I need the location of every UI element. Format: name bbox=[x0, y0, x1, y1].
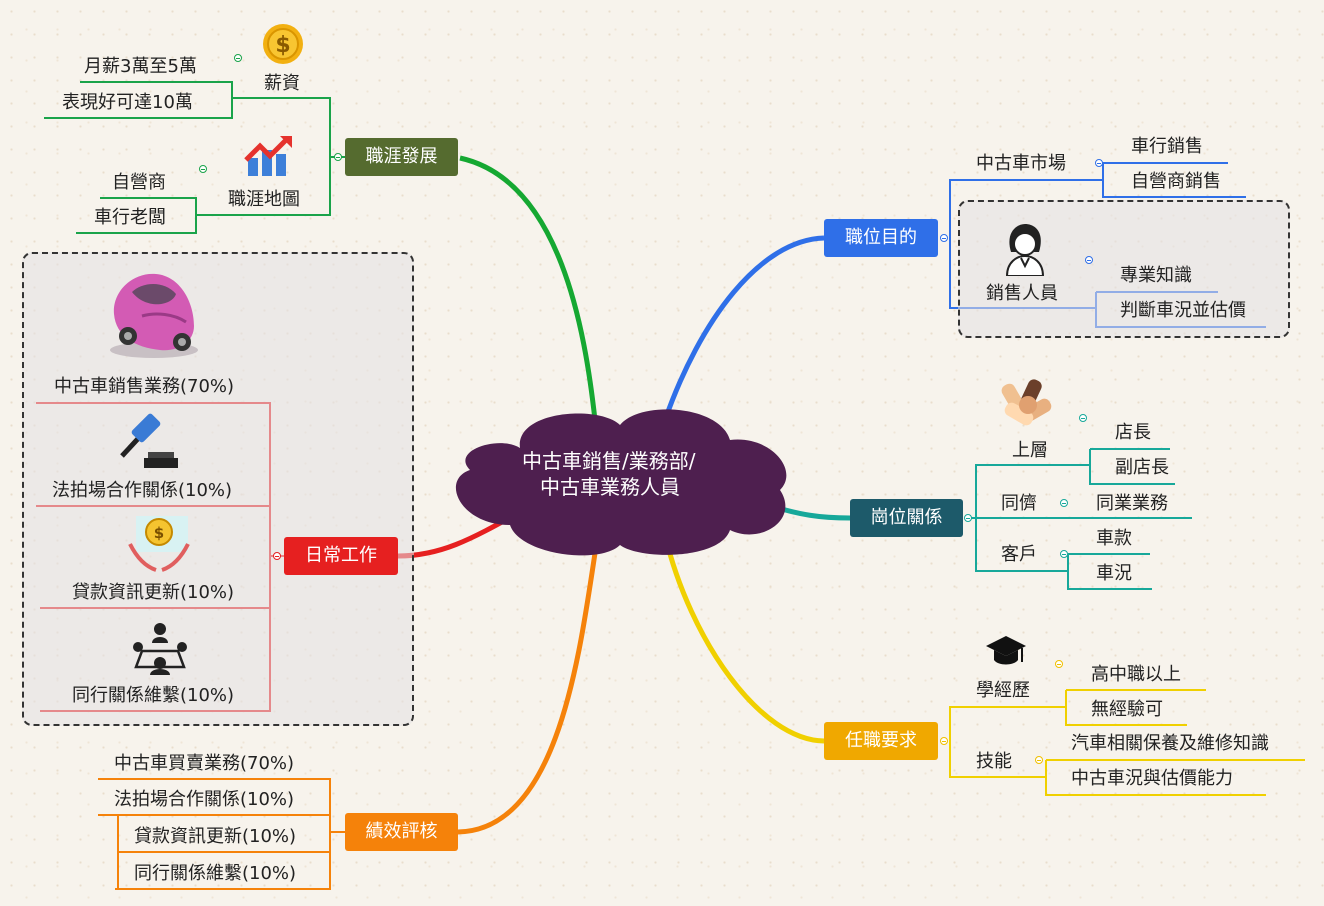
kpi-item-2[interactable]: 法拍場合作關係(10%) bbox=[114, 789, 295, 810]
job-requirement-topic[interactable]: 任職要求 bbox=[824, 722, 938, 760]
salary-item-1[interactable]: 月薪3萬至5萬 bbox=[84, 56, 197, 77]
requirement-collapse-toggle[interactable] bbox=[940, 737, 948, 745]
daily-item-1[interactable]: 中古車銷售業務(70%) bbox=[54, 376, 235, 397]
sales-person-label[interactable]: 銷售人員 bbox=[986, 283, 1058, 304]
client-item-2[interactable]: 車況 bbox=[1096, 563, 1132, 584]
pink-car-icon bbox=[110, 273, 198, 358]
kpi-item-1[interactable]: 中古車買賣業務(70%) bbox=[114, 753, 295, 774]
upper-item-1[interactable]: 店長 bbox=[1115, 422, 1151, 443]
upper-collapse-toggle[interactable] bbox=[1079, 414, 1087, 422]
peer-item-1[interactable]: 同業業務 bbox=[1096, 493, 1168, 514]
daily-work-panel bbox=[22, 252, 414, 726]
money-hands-icon: $ bbox=[128, 516, 190, 572]
career-map-label[interactable]: 職涯地圖 bbox=[228, 189, 300, 210]
career-map-item-2[interactable]: 車行老闆 bbox=[94, 207, 166, 228]
central-topic-line2[interactable]: 中古車業務人員 bbox=[540, 475, 680, 499]
daily-item-2[interactable]: 法拍場合作關係(10%) bbox=[52, 480, 233, 501]
career-development-topic[interactable]: 職涯發展 bbox=[345, 138, 458, 176]
daily-collapse-toggle[interactable] bbox=[273, 552, 281, 560]
sales-item-1[interactable]: 專業知識 bbox=[1120, 265, 1192, 286]
relation-collapse-toggle[interactable] bbox=[964, 514, 972, 522]
education-item-1[interactable]: 高中職以上 bbox=[1091, 664, 1181, 685]
career-map-item-1[interactable]: 自營商 bbox=[112, 172, 166, 193]
skill-label[interactable]: 技能 bbox=[976, 751, 1012, 772]
market-item-1[interactable]: 車行銷售 bbox=[1131, 136, 1203, 157]
salary-label[interactable]: 薪資 bbox=[264, 73, 300, 94]
used-car-market-label[interactable]: 中古車市場 bbox=[976, 153, 1066, 174]
skill-collapse-toggle[interactable] bbox=[1035, 756, 1043, 764]
career-map-collapse-toggle[interactable] bbox=[199, 165, 207, 173]
svg-text:$: $ bbox=[275, 33, 290, 58]
salary-item-2[interactable]: 表現好可達10萬 bbox=[62, 92, 193, 113]
upper-label[interactable]: 上層 bbox=[1012, 440, 1048, 461]
kpi-item-3[interactable]: 貸款資訊更新(10%) bbox=[134, 826, 297, 847]
skill-item-2[interactable]: 中古車況與估價能力 bbox=[1071, 768, 1233, 789]
career-collapse-toggle[interactable] bbox=[334, 153, 342, 161]
peer-collapse-toggle[interactable] bbox=[1060, 499, 1068, 507]
branch-purpose bbox=[662, 235, 825, 421]
sales-item-2[interactable]: 判斷車況並估價 bbox=[1120, 300, 1246, 321]
daily-item-3[interactable]: 貸款資訊更新(10%) bbox=[72, 582, 235, 603]
position-relation-topic[interactable]: 崗位關係 bbox=[850, 499, 963, 537]
meeting-icon bbox=[133, 623, 187, 675]
performance-review-topic[interactable]: 績效評核 bbox=[345, 813, 458, 851]
client-label[interactable]: 客戶 bbox=[1001, 544, 1037, 565]
dollar-coin-icon: $ bbox=[263, 24, 303, 64]
position-purpose-topic[interactable]: 職位目的 bbox=[824, 219, 938, 257]
branch-requirement bbox=[662, 534, 825, 744]
growth-chart-icon bbox=[244, 136, 292, 176]
daily-item-4[interactable]: 同行關係維繫(10%) bbox=[72, 685, 235, 706]
market-item-2[interactable]: 自營商銷售 bbox=[1131, 171, 1221, 192]
central-topic-line1[interactable]: 中古車銷售/業務部/ bbox=[522, 449, 696, 473]
client-item-1[interactable]: 車款 bbox=[1096, 528, 1132, 549]
graduation-cap-icon bbox=[986, 636, 1026, 665]
education-collapse-toggle[interactable] bbox=[1055, 660, 1063, 668]
woman-avatar-icon bbox=[1005, 224, 1045, 276]
sales-collapse-toggle[interactable] bbox=[1085, 256, 1093, 264]
purpose-collapse-toggle[interactable] bbox=[940, 234, 948, 242]
hands-together-icon bbox=[1001, 379, 1052, 426]
daily-work-topic[interactable]: 日常工作 bbox=[284, 537, 398, 575]
kpi-item-4[interactable]: 同行關係維繫(10%) bbox=[134, 863, 297, 884]
central-cloud bbox=[455, 409, 787, 556]
branch-kpi bbox=[457, 539, 600, 835]
salary-collapse-toggle[interactable] bbox=[234, 54, 242, 62]
education-label[interactable]: 學經歷 bbox=[976, 680, 1030, 701]
peer-label[interactable]: 同儕 bbox=[1001, 493, 1037, 514]
svg-text:$: $ bbox=[154, 524, 164, 542]
branch-career bbox=[459, 155, 598, 421]
upper-item-2[interactable]: 副店長 bbox=[1115, 457, 1169, 478]
education-item-2[interactable]: 無經驗可 bbox=[1091, 699, 1163, 720]
market-collapse-toggle[interactable] bbox=[1095, 159, 1103, 167]
skill-item-1[interactable]: 汽車相關保養及維修知識 bbox=[1071, 733, 1269, 754]
client-collapse-toggle[interactable] bbox=[1060, 550, 1068, 558]
gavel-icon bbox=[120, 413, 178, 468]
